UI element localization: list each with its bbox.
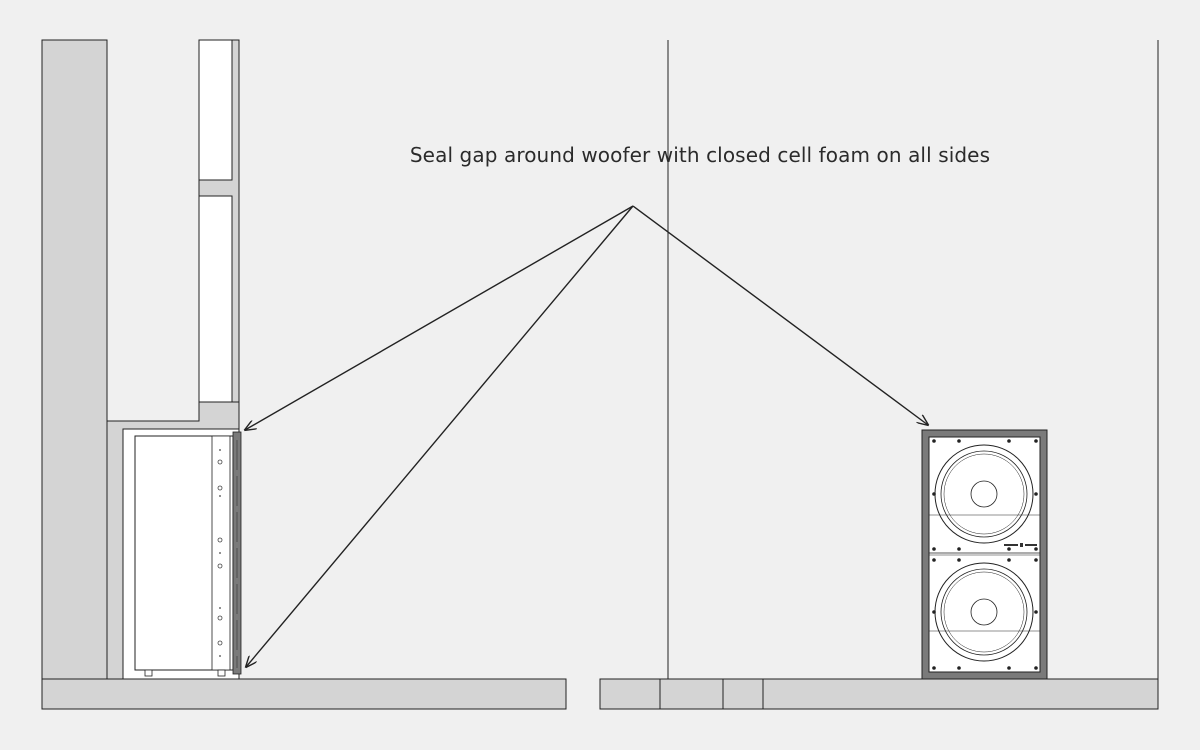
side-section-view	[41, 39, 567, 710]
callout-arrows	[245, 205, 928, 667]
screw	[1034, 492, 1038, 496]
floor-slab-left	[41, 678, 567, 710]
badge-mark	[1020, 543, 1023, 547]
badge-mark	[1004, 544, 1018, 546]
screw	[957, 666, 961, 670]
driver-cone	[940, 568, 1028, 656]
screw	[957, 439, 961, 443]
front-mounting-screws	[932, 439, 1038, 670]
cabinet-foot-front	[217, 669, 226, 677]
screw	[932, 439, 936, 443]
screw	[1034, 547, 1038, 551]
screw	[217, 640, 223, 646]
screw	[932, 610, 936, 614]
arrow-to-front-frame	[632, 205, 928, 425]
wall-cavity-top	[198, 39, 233, 181]
screw	[932, 558, 936, 562]
baffle-screws	[217, 459, 223, 646]
driver-cone-inner	[943, 571, 1025, 653]
pinhole	[219, 607, 221, 609]
pinhole	[219, 655, 221, 657]
driver-cone-inner	[943, 453, 1025, 535]
screw	[217, 615, 223, 621]
screw	[217, 459, 223, 465]
screw	[932, 666, 936, 670]
woofer-baffle	[928, 436, 1041, 673]
screw	[217, 563, 223, 569]
screw	[932, 547, 936, 551]
callout-text: Seal gap around woofer with closed cell …	[409, 143, 991, 167]
screw	[1007, 558, 1011, 562]
badge-mark	[1025, 544, 1037, 546]
pinhole	[219, 449, 221, 451]
floor-slab-right	[599, 678, 1159, 710]
pinhole	[219, 552, 221, 554]
back-wall	[41, 39, 108, 680]
driver-cone	[940, 450, 1028, 538]
cabinet-foot-rear	[144, 669, 153, 677]
screw	[1007, 666, 1011, 670]
brand-badge-marks	[1004, 543, 1037, 547]
driver-dust-cap	[970, 598, 998, 626]
screw	[1007, 547, 1011, 551]
screw	[1034, 666, 1038, 670]
front-elevation-view	[599, 40, 1159, 710]
screw	[1034, 610, 1038, 614]
woofer-baffle-edge	[211, 435, 231, 671]
screw	[217, 537, 223, 543]
wall-cavity-middle	[198, 195, 233, 403]
pinhole	[219, 495, 221, 497]
arrow-to-side-bottom	[246, 205, 634, 667]
driver-dust-cap	[970, 480, 998, 508]
screw	[957, 547, 961, 551]
screw	[932, 492, 936, 496]
screw	[217, 485, 223, 491]
baffle-pinholes	[219, 449, 221, 657]
screw	[1034, 439, 1038, 443]
screw	[1007, 439, 1011, 443]
screw	[1034, 558, 1038, 562]
screw	[957, 558, 961, 562]
arrow-to-side-top	[245, 205, 634, 430]
